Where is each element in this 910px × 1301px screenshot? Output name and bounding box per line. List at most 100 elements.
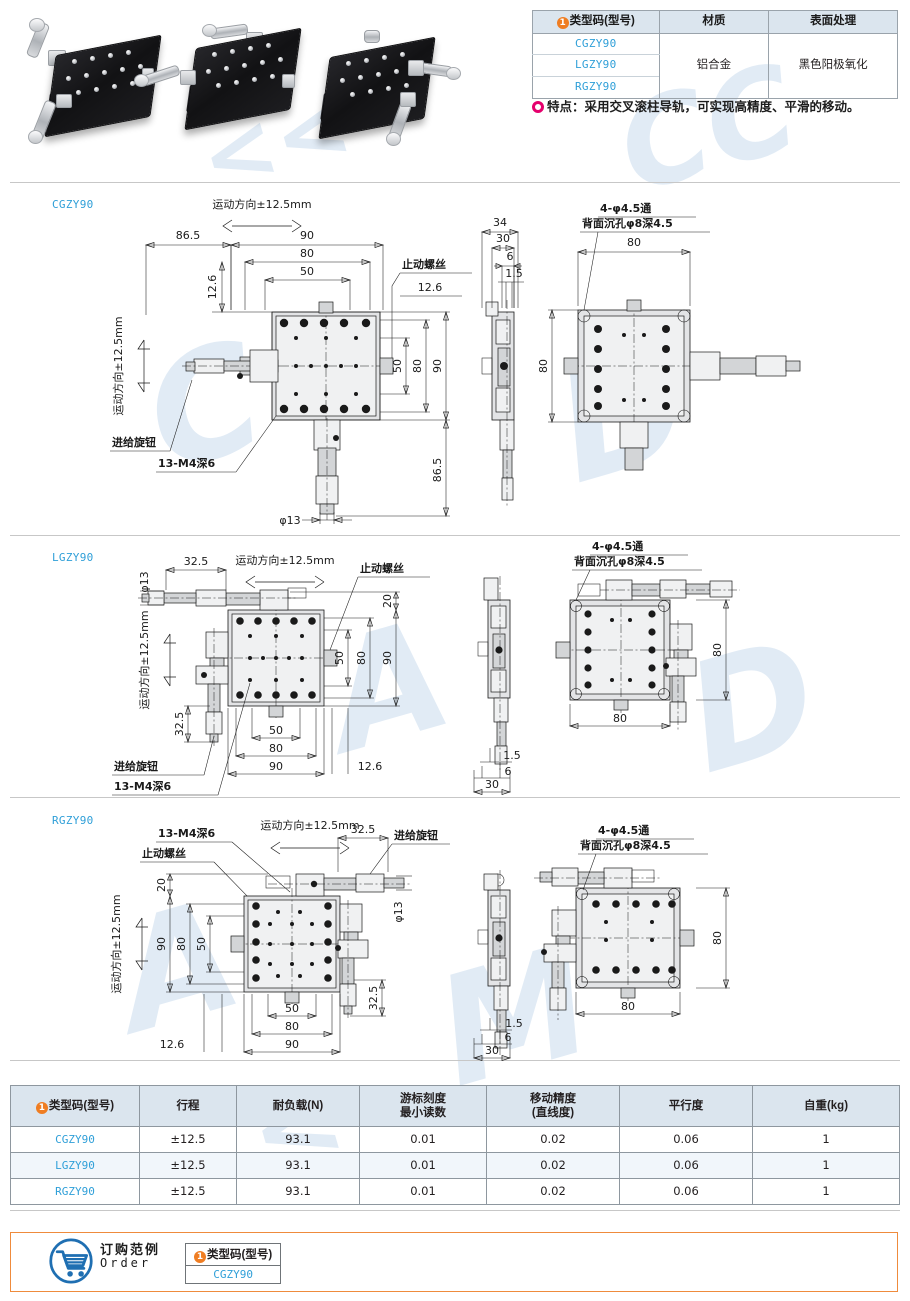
dim-80-rear-right: 80 — [711, 643, 724, 657]
spec-model-lgzy90: LGZY90 — [10, 1152, 140, 1179]
spec-th-accuracy-l1: 移动精度 — [530, 1092, 576, 1105]
dim-50-right-text: 50 — [391, 359, 404, 373]
dim-12-6-text: 12.6 — [358, 760, 383, 773]
dim-32-5-left — [184, 704, 214, 744]
motion-arrow-top — [270, 841, 350, 855]
spec-model-cgzy90: CGZY90 — [10, 1126, 140, 1153]
label-tap: 13-M4深6 — [158, 826, 215, 840]
section-divider — [10, 535, 900, 536]
label-counterbore: 背面沉孔φ8深4.5 — [582, 216, 673, 230]
rear-view-dims — [548, 249, 692, 424]
label-stop-screw: 止动螺丝 — [360, 561, 404, 575]
dim-80-bottom-text: 80 — [269, 742, 283, 755]
label-tap: 13-M4深6 — [158, 456, 215, 470]
order-value-row: CGZY90 — [184, 1265, 282, 1284]
dim-32-5-left-text: 32.5 — [173, 712, 186, 737]
front-view-body — [218, 602, 338, 718]
dim-90-right-text: 90 — [431, 359, 444, 373]
dim-30-text: 30 — [496, 232, 510, 245]
rear-view — [534, 867, 695, 1020]
spec-th-accuracy-l2: (直线度) — [531, 1107, 575, 1119]
dim-12-6-right-text: 12.6 — [418, 281, 443, 294]
label-counterbore: 背面沉孔φ8深4.5 — [580, 838, 671, 852]
order-th-label: 类型码(型号) — [207, 1249, 273, 1261]
drawing-cgzy90: 运动方向±12.5mm — [100, 190, 801, 535]
drawing-label-rgzy90: RGZY90 — [52, 814, 94, 827]
spec-vernier: 0.01 — [359, 1152, 487, 1179]
side-view-dims — [472, 1018, 512, 1061]
motion-arrow-left — [135, 917, 148, 971]
dim-80-rear-right: 80 — [711, 931, 724, 945]
label-feed-knob: 进给旋钮 — [114, 759, 158, 773]
dim-50-left-text: 50 — [195, 937, 208, 951]
label-tap: 13-M4深6 — [114, 779, 171, 793]
dim-80-rear-bottom: 80 — [613, 712, 627, 725]
spec-we ight: 1 — [752, 1178, 900, 1205]
spec-th-load: 耐负载(N) — [236, 1085, 360, 1127]
drawing-lgzy90: 运动方向±12.5mm — [100, 540, 800, 798]
dim-90-top-text: 90 — [300, 229, 314, 242]
spec-parallelism: 0.06 — [619, 1126, 753, 1153]
dim-30-text: 30 — [485, 1044, 499, 1057]
spec-accuracy: 0.02 — [486, 1178, 620, 1205]
dim-12-6-text: 12.6 — [160, 1038, 185, 1051]
side-view — [477, 576, 511, 770]
dim-phi13 — [140, 590, 164, 606]
spec-stroke: ±12.5 — [139, 1126, 237, 1153]
order-title: 订购范例 Order — [100, 1242, 161, 1270]
dim-1-5-text: 1.5 — [503, 749, 521, 762]
label-feed-knob: 进给旋钮 — [112, 435, 156, 449]
badge-1-icon: 1 — [194, 1251, 206, 1263]
feature-note: 特点：采用交叉滚柱导轨，可实现高精度、平滑的移动。 — [532, 96, 904, 115]
dim-phi13-text: φ13 — [392, 901, 405, 922]
motion-label-top: 运动方向±12.5mm — [212, 197, 311, 211]
material-model-lgzy90: LGZY90 — [532, 54, 660, 78]
label-feed-knob: 进给旋钮 — [394, 828, 438, 842]
dim-phi13-text: φ13 — [138, 571, 151, 592]
spec-th-model-label: 类型码(型号) — [48, 1099, 115, 1112]
dim-80-right-text: 80 — [355, 651, 368, 665]
order-title-cn: 订购范例 — [100, 1242, 161, 1257]
dim-90-bottom-text: 90 — [269, 760, 283, 773]
front-view-body — [264, 301, 394, 430]
dim-80-right-text: 80 — [411, 359, 424, 373]
material-value: 铝合金 — [658, 32, 770, 100]
dim-30-text: 30 — [485, 778, 499, 791]
dim-1-5-text: 1.5 — [505, 1017, 523, 1030]
motion-arrow-top — [245, 575, 325, 589]
spec-th-parallelism: 平行度 — [619, 1085, 753, 1127]
dim-50-top-text: 50 — [300, 265, 314, 278]
order-example-box — [10, 1232, 898, 1292]
motion-label-left: 运动方向±12.5mm — [109, 894, 123, 993]
rear-view — [563, 299, 801, 471]
dim-80-rear-bottom: 80 — [621, 1000, 635, 1013]
motion-label-top: 运动方向±12.5mm — [260, 818, 359, 832]
motion-arrow-left — [137, 339, 150, 393]
dim-50-right-text: 50 — [333, 651, 346, 665]
badge-1-icon: 1 — [35, 1101, 48, 1114]
feed-knob-left — [182, 349, 280, 383]
material-table-th-material: 材质 — [658, 10, 770, 34]
dim-80-rear-top: 80 — [627, 236, 641, 249]
spec-vernier: 0.01 — [359, 1126, 487, 1153]
side-view-dims — [472, 748, 512, 795]
rear-view — [555, 579, 740, 732]
dim-50-bottom-text: 50 — [285, 1002, 299, 1015]
front-view-body — [230, 888, 352, 1004]
table-row: RGZY90 ±12.5 93.1 0.01 0.02 0.06 1 — [10, 1178, 900, 1205]
dim-32-5-top — [336, 835, 390, 872]
table-row: RGZY90 — [532, 76, 898, 100]
feed-knob-top — [265, 873, 412, 897]
dim-80-top — [243, 259, 372, 310]
dim-90-bottom-text: 90 — [285, 1038, 299, 1051]
spec-load: 93.1 — [236, 1126, 360, 1153]
dim-phi13 — [302, 512, 352, 524]
